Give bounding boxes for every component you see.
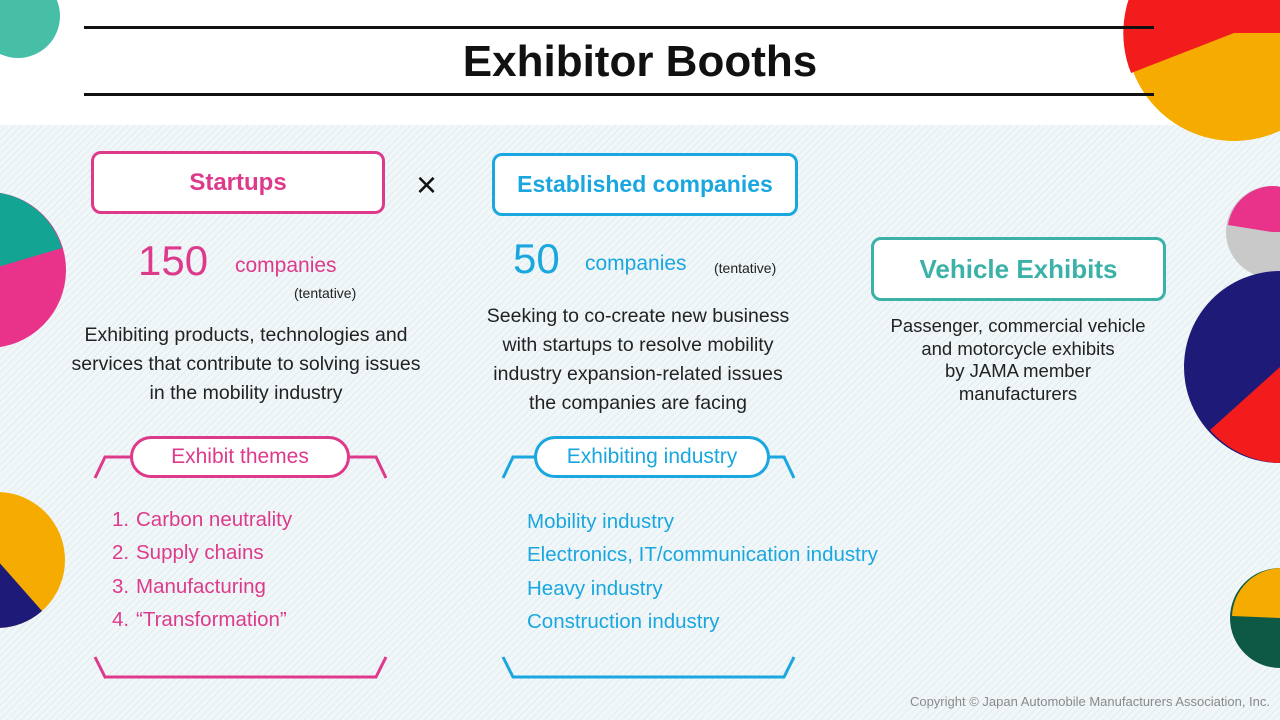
vehicle-description-line: manufacturers bbox=[958, 382, 1078, 404]
hatched-background bbox=[0, 125, 1280, 720]
industry-bracket bbox=[501, 455, 796, 679]
exhibiting-industry-label: Exhibiting industry bbox=[534, 436, 770, 478]
exhibit-themes-list: 1.Carbon neutrality 2.Supply chains 3.Ma… bbox=[112, 508, 292, 641]
vehicle-description-line: by JAMA member bbox=[945, 360, 1091, 381]
theme-item: 1.Carbon neutrality bbox=[112, 508, 293, 531]
vehicle-description: Passenger, commercial vehicle and motorc… bbox=[858, 315, 1178, 405]
copyright-notice: Copyright © Japan Automobile Manufacture… bbox=[909, 694, 1270, 709]
industry-item: Mobility industry bbox=[527, 510, 674, 533]
startups-description: Exhibiting products, technologies and se… bbox=[40, 321, 452, 408]
startups-count: 150 bbox=[138, 237, 209, 284]
startups-count-unit: companies bbox=[235, 254, 337, 277]
exhibit-themes-label: Exhibit themes bbox=[130, 436, 350, 478]
theme-item: 3.Manufacturing bbox=[112, 574, 266, 598]
established-description-line: industry expansion-related issues bbox=[493, 363, 783, 385]
deco-pie-right-large bbox=[1184, 271, 1280, 463]
startups-description-line: services that contribute to solving issu… bbox=[71, 353, 421, 375]
vehicle-exhibits-box: Vehicle Exhibits bbox=[871, 237, 1166, 301]
exhibiting-industry-list: Mobility industry Electronics, IT/commun… bbox=[527, 510, 878, 643]
established-count: 50 bbox=[513, 235, 560, 282]
title-bar bbox=[84, 26, 1154, 96]
established-tentative-note: (tentative) bbox=[714, 260, 777, 276]
established-description: Seeking to co-create new business with s… bbox=[458, 302, 818, 418]
established-description-line: with startups to resolve mobility bbox=[502, 334, 774, 356]
page-title: Exhibitor Booths bbox=[462, 37, 818, 86]
established-description-line: the companies are facing bbox=[529, 392, 747, 414]
deco-circle-top-left bbox=[0, 0, 60, 58]
deco-pie-left-upper bbox=[0, 192, 66, 348]
deco-pie-top-right bbox=[1123, 0, 1280, 141]
theme-item: 2.Supply chains bbox=[112, 541, 264, 565]
theme-item: 4.“Transformation” bbox=[112, 607, 287, 631]
industry-item: Heavy industry bbox=[527, 576, 663, 600]
startups-tentative-note: (tentative) bbox=[294, 285, 357, 301]
times-symbol: × bbox=[416, 164, 438, 205]
deco-pie-right-small bbox=[1226, 186, 1280, 278]
established-companies-box: Established companies bbox=[492, 153, 798, 216]
startups-box: Startups bbox=[91, 151, 385, 214]
startups-description-line: Exhibiting products, technologies and bbox=[84, 324, 408, 346]
industry-item: Construction industry bbox=[527, 609, 720, 633]
vehicle-description-line: Passenger, commercial vehicle bbox=[890, 315, 1146, 336]
established-count-unit: companies bbox=[585, 252, 687, 275]
deco-pie-left-lower bbox=[0, 492, 65, 628]
deco-pie-bottom-right bbox=[1230, 568, 1280, 668]
industry-item: Electronics, IT/communication industry bbox=[527, 543, 878, 567]
vehicle-description-line: and motorcycle exhibits bbox=[921, 337, 1115, 359]
themes-bracket bbox=[93, 455, 388, 679]
established-description-line: Seeking to co-create new business bbox=[486, 305, 790, 327]
startups-description-line: in the mobility industry bbox=[149, 382, 343, 404]
